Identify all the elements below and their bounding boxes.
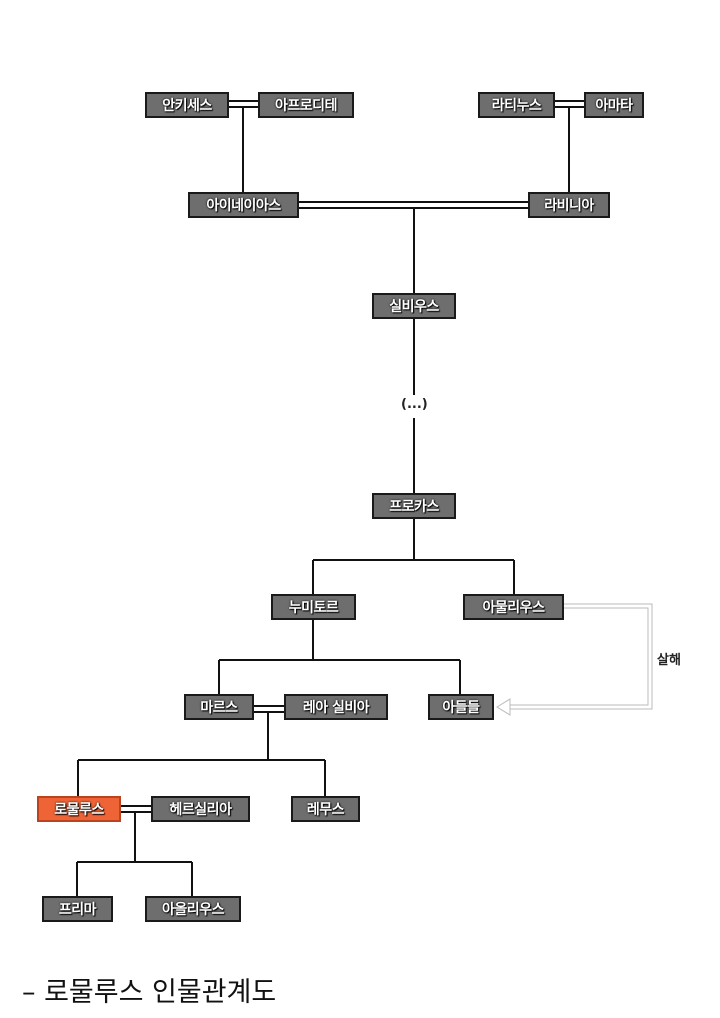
ellipsis-label: (...) (401, 397, 428, 412)
node-amulius: 아물리우스 (463, 594, 564, 620)
node-numitor: 누미토르 (271, 594, 356, 620)
node-lavinia: 라비니아 (528, 192, 610, 218)
kill-arrow (496, 603, 653, 716)
node-mars: 마르스 (184, 694, 254, 720)
marriage-latinus-amata (554, 100, 584, 192)
node-anchises: 안키세스 (145, 92, 229, 118)
marriage-anchises-aphrodite (228, 100, 258, 192)
node-hersilia: 헤르실리아 (151, 796, 250, 822)
node-prima: 프리마 (42, 896, 113, 922)
node-silvius: 실비우스 (372, 293, 456, 319)
marriage-romulus-hersilia (76, 805, 193, 896)
node-procas: 프로카스 (372, 493, 456, 519)
node-latinus: 라티누스 (478, 92, 555, 118)
node-romulus: 로물루스 (37, 796, 121, 822)
node-rhea-silvia: 레아 실비아 (284, 694, 388, 720)
node-aphrodite: 아프로디테 (258, 92, 354, 118)
marriage-aeneas-lavinia (298, 201, 528, 293)
relation-label-kill: 살해 (657, 653, 681, 668)
line-procas-children (312, 519, 515, 594)
node-aeneas: 아이네이아스 (188, 192, 299, 218)
node-sons: 아들들 (428, 694, 494, 720)
line-numitor-children (218, 620, 461, 694)
diagram-caption: – 로물루스 인물관계도 (22, 977, 277, 1008)
node-aollius: 아올리우스 (145, 896, 241, 922)
node-remus: 레무스 (291, 796, 360, 822)
node-amata: 아마타 (584, 92, 644, 118)
marriage-mars-rhea (77, 705, 326, 796)
